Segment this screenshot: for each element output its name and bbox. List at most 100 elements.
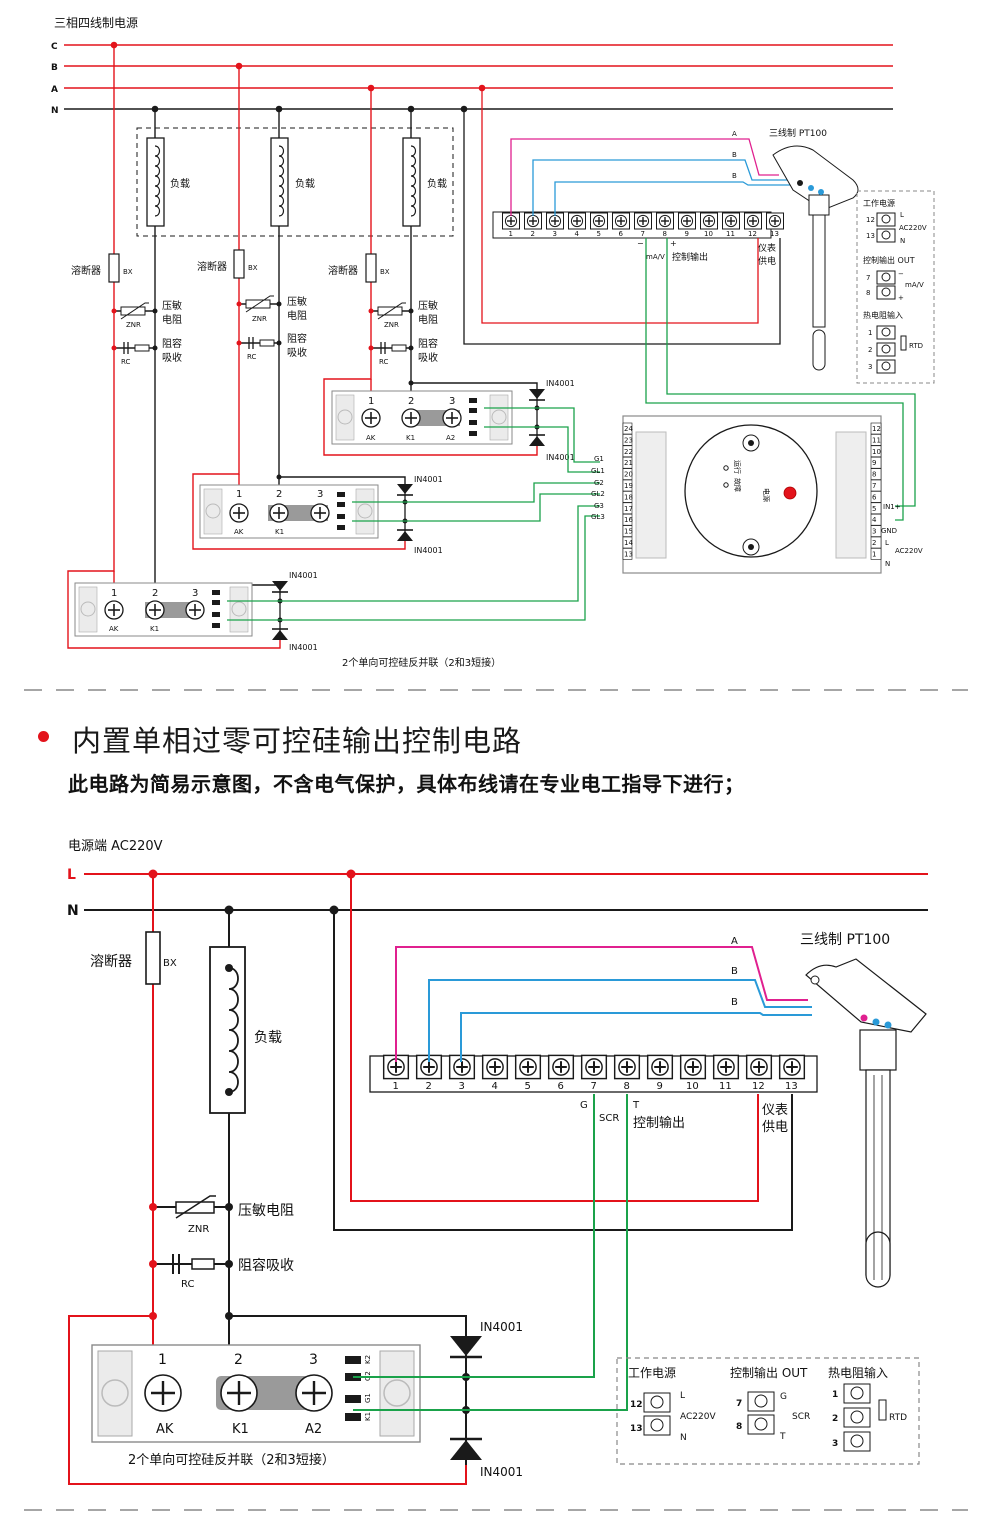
- bottom-meter-power-1: 仪表: [762, 1103, 788, 1118]
- svg-text:电阻: 电阻: [287, 309, 307, 322]
- svg-text:1: 1: [111, 588, 117, 599]
- heading-bullet: [38, 731, 49, 742]
- bottom-t-label: T: [632, 1100, 640, 1111]
- bottom-junctions: [148, 869, 470, 1414]
- top-terminal-12: 12: [743, 212, 763, 238]
- svg-text:3: 3: [832, 1439, 838, 1449]
- svg-text:12: 12: [752, 1081, 765, 1092]
- top-legend-box: 工作电源 12 13 L AC220V N 控制输出 OUT 7 8 − mA/…: [856, 190, 935, 384]
- svg-text:吸收: 吸收: [162, 351, 182, 364]
- phase-label-n: N: [51, 106, 59, 116]
- svg-text:B: B: [732, 151, 737, 159]
- svg-text:RC: RC: [379, 358, 389, 366]
- svg-text:压敏: 压敏: [418, 299, 438, 312]
- svg-text:G: G: [780, 1392, 787, 1402]
- svg-text:BX: BX: [380, 268, 390, 276]
- line-n-label: N: [67, 903, 79, 919]
- svg-text:ZNR: ZNR: [188, 1224, 209, 1235]
- phase-label-c: C: [51, 42, 58, 52]
- trigger-right-term-4: 4: [870, 513, 882, 526]
- varistor-1: ZNR 压敏 电阻: [120, 299, 182, 329]
- trigger-module: 运行 故障 电源: [622, 415, 882, 574]
- svg-text:控制输出 OUT: 控制输出 OUT: [730, 1365, 808, 1380]
- bottom-terminal-12: 12: [745, 1054, 773, 1092]
- svg-text:18: 18: [624, 493, 633, 501]
- svg-text:IN4001: IN4001: [414, 475, 443, 484]
- top-caption: 2个单向可控硅反并联（2和3短接）: [342, 656, 501, 669]
- svg-text:3: 3: [872, 528, 876, 536]
- svg-text:ZNR: ZNR: [126, 321, 141, 329]
- svg-text:运行: 运行: [733, 460, 742, 474]
- bottom-terminal-1: 1: [382, 1054, 410, 1092]
- svg-text:压敏电阻: 压敏电阻: [238, 1203, 294, 1219]
- svg-text:17: 17: [624, 505, 633, 513]
- svg-text:12: 12: [748, 230, 757, 238]
- svg-text:1: 1: [832, 1390, 838, 1400]
- top-terminal-9: 9: [677, 212, 697, 238]
- trigger-left-term-21: 21: [622, 456, 633, 469]
- svg-text:3: 3: [868, 363, 872, 371]
- svg-text:13: 13: [770, 230, 779, 238]
- svg-text:9: 9: [685, 230, 689, 238]
- svg-text:4: 4: [492, 1081, 498, 1092]
- svg-text:24: 24: [624, 425, 633, 433]
- svg-text:12: 12: [866, 216, 875, 224]
- svg-text:1: 1: [509, 230, 513, 238]
- svg-text:BX: BX: [163, 958, 177, 969]
- phase-label-a: A: [51, 85, 58, 95]
- svg-text:13: 13: [630, 1424, 643, 1434]
- fuse-2: 溶断器 BX: [197, 249, 258, 279]
- svg-text:9: 9: [657, 1081, 663, 1092]
- phase-label-b: B: [51, 63, 58, 73]
- svg-text:A2: A2: [446, 434, 455, 442]
- svg-text:11: 11: [726, 230, 735, 238]
- trigger-right-term-11: 11: [870, 434, 882, 446]
- trigger-right-term-6: 6: [870, 491, 882, 503]
- svg-text:1: 1: [872, 550, 876, 558]
- load-coil-3: 负载: [402, 137, 447, 227]
- svg-text:5: 5: [525, 1081, 531, 1092]
- svg-text:IN4001: IN4001: [289, 643, 318, 652]
- svg-text:N: N: [680, 1433, 687, 1443]
- bottom-scr-module: 1 2 3 AK K1 A2 K2 G2 G1 K1: [91, 1344, 421, 1443]
- svg-text:+: +: [898, 294, 904, 302]
- svg-text:12: 12: [630, 1400, 643, 1410]
- svg-text:控制输出 OUT: 控制输出 OUT: [863, 255, 915, 265]
- trigger-left-term-19: 19: [622, 479, 633, 492]
- svg-text:GL2: GL2: [591, 490, 605, 498]
- svg-text:2: 2: [234, 1352, 243, 1368]
- svg-text:3: 3: [317, 489, 323, 500]
- top-sensor-wires: A B B: [510, 130, 796, 216]
- svg-text:5: 5: [597, 230, 601, 238]
- svg-text:电阻: 电阻: [418, 313, 438, 326]
- svg-text:N: N: [900, 237, 905, 245]
- svg-text:ZNR: ZNR: [384, 321, 399, 329]
- top-terminal-10: 10: [699, 212, 719, 238]
- top-terminal-1: 1: [501, 212, 521, 238]
- rc-2: RC 阻容 吸收: [247, 332, 307, 361]
- trigger-left-term-15: 15: [622, 525, 633, 537]
- svg-text:吸收: 吸收: [287, 346, 307, 359]
- top-title: 三相四线制电源: [54, 16, 138, 30]
- svg-text:2: 2: [531, 230, 535, 238]
- bottom-wire-a: A: [731, 936, 738, 947]
- bottom-terminal-2: 2: [415, 1054, 443, 1092]
- svg-text:L: L: [680, 1391, 685, 1401]
- trigger-left-term-16: 16: [622, 513, 633, 526]
- svg-text:8: 8: [663, 230, 667, 238]
- svg-text:13: 13: [624, 550, 633, 558]
- svg-text:10: 10: [872, 448, 881, 456]
- trigger-right-term-10: 10: [870, 445, 882, 458]
- svg-text:21: 21: [624, 459, 633, 467]
- svg-text:负载: 负载: [254, 1030, 282, 1046]
- svg-text:AK: AK: [234, 528, 244, 536]
- top-meter-wires: [463, 88, 916, 521]
- svg-text:8: 8: [736, 1422, 742, 1432]
- bottom-sensor-wires: [395, 946, 812, 1062]
- svg-text:IN4001: IN4001: [414, 546, 443, 555]
- fuse-1: 溶断器 BX: [71, 253, 133, 283]
- bottom-legend-box: 工作电源 12 13 L AC220V N 控制输出 OUT 7 8 G SCR…: [616, 1357, 920, 1465]
- svg-text:8: 8: [624, 1081, 630, 1092]
- svg-text:G1: G1: [364, 1393, 372, 1403]
